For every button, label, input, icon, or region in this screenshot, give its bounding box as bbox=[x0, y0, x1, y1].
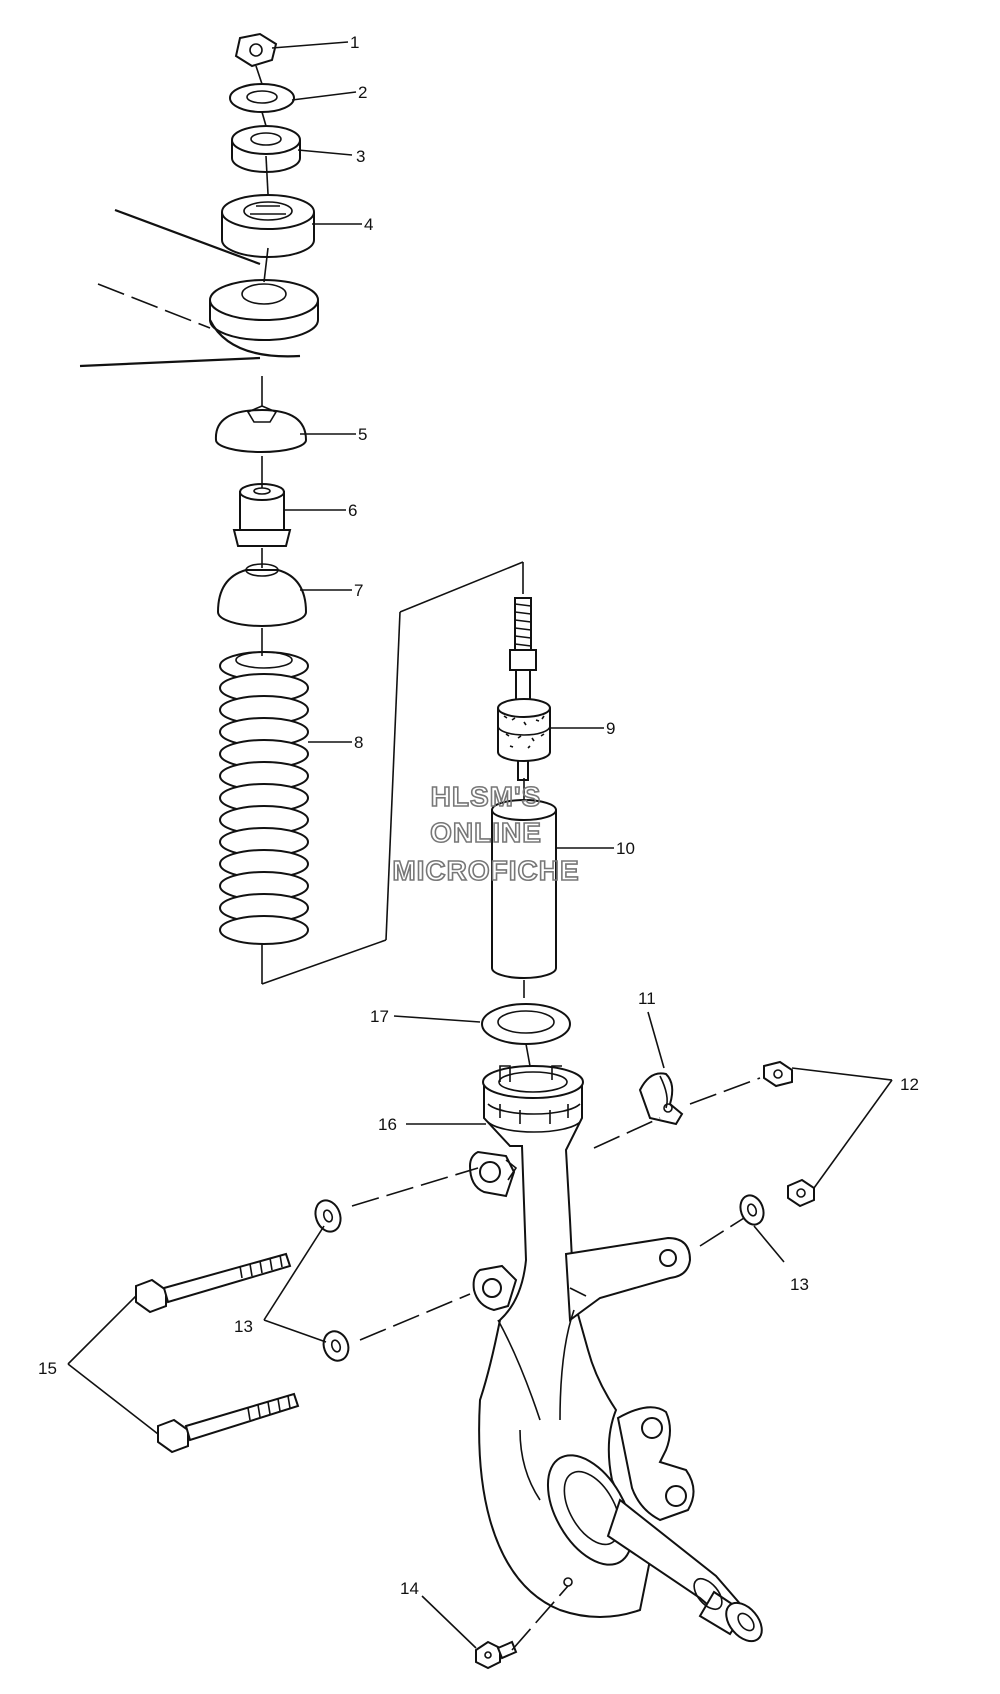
callout-4: 4 bbox=[364, 215, 373, 234]
part-13-washers bbox=[314, 1194, 765, 1362]
callout-1: 1 bbox=[350, 33, 359, 52]
callout-leaders bbox=[67, 41, 893, 1649]
upper-centerline bbox=[255, 65, 524, 985]
part-15-bolts bbox=[135, 1252, 300, 1454]
callout-16: 16 bbox=[378, 1115, 397, 1134]
callout-8: 8 bbox=[354, 733, 363, 752]
part-9-bump-stop bbox=[497, 698, 551, 762]
chassis-mount-bracket bbox=[79, 208, 319, 368]
part-14-grease-fitting bbox=[475, 1640, 518, 1670]
part-11-clip bbox=[638, 1072, 684, 1126]
callout-12: 12 bbox=[900, 1075, 919, 1094]
part-12-nuts bbox=[763, 1060, 815, 1208]
callout-3: 3 bbox=[356, 147, 365, 166]
callout-14: 14 bbox=[400, 1579, 419, 1598]
part-8-coil-spring bbox=[219, 651, 309, 950]
callout-labels: 1 2 3 4 5 6 7 8 9 10 11 12 13 13 13 14 1… bbox=[38, 33, 919, 1598]
part-17-shock-washer bbox=[481, 1003, 571, 1045]
part-2-washer bbox=[229, 83, 295, 113]
callout-13-left: 13 bbox=[234, 1317, 253, 1336]
part-6-adjuster-nut bbox=[232, 483, 292, 547]
callout-10: 10 bbox=[616, 839, 635, 858]
watermark: HLSM'S ONLINE MICROFICHE bbox=[392, 780, 580, 887]
watermark-line-1: HLSM'S bbox=[431, 781, 542, 812]
part-4-bushing bbox=[221, 194, 315, 258]
callout-15: 15 bbox=[38, 1359, 57, 1378]
callout-17: 17 bbox=[370, 1007, 389, 1026]
steering-spindle bbox=[468, 1065, 763, 1643]
callout-9: 9 bbox=[606, 719, 615, 738]
callout-2: 2 bbox=[358, 83, 367, 102]
callout-5: 5 bbox=[358, 425, 367, 444]
assembly-lines-lower bbox=[351, 1043, 761, 1651]
watermark-line-3: MICROFICHE bbox=[392, 855, 579, 886]
callout-11: 11 bbox=[638, 989, 656, 1008]
callout-6: 6 bbox=[348, 501, 357, 520]
part-7-spring-seat bbox=[216, 563, 308, 627]
part-3-spacer bbox=[231, 125, 301, 173]
part-10-shock-body bbox=[491, 778, 557, 998]
part-5-dome-cap bbox=[214, 405, 308, 453]
watermark-line-2: ONLINE bbox=[430, 817, 542, 848]
part-1-top-nut bbox=[234, 32, 278, 68]
callout-7: 7 bbox=[354, 581, 363, 600]
callout-13-right: 13 bbox=[790, 1275, 809, 1294]
